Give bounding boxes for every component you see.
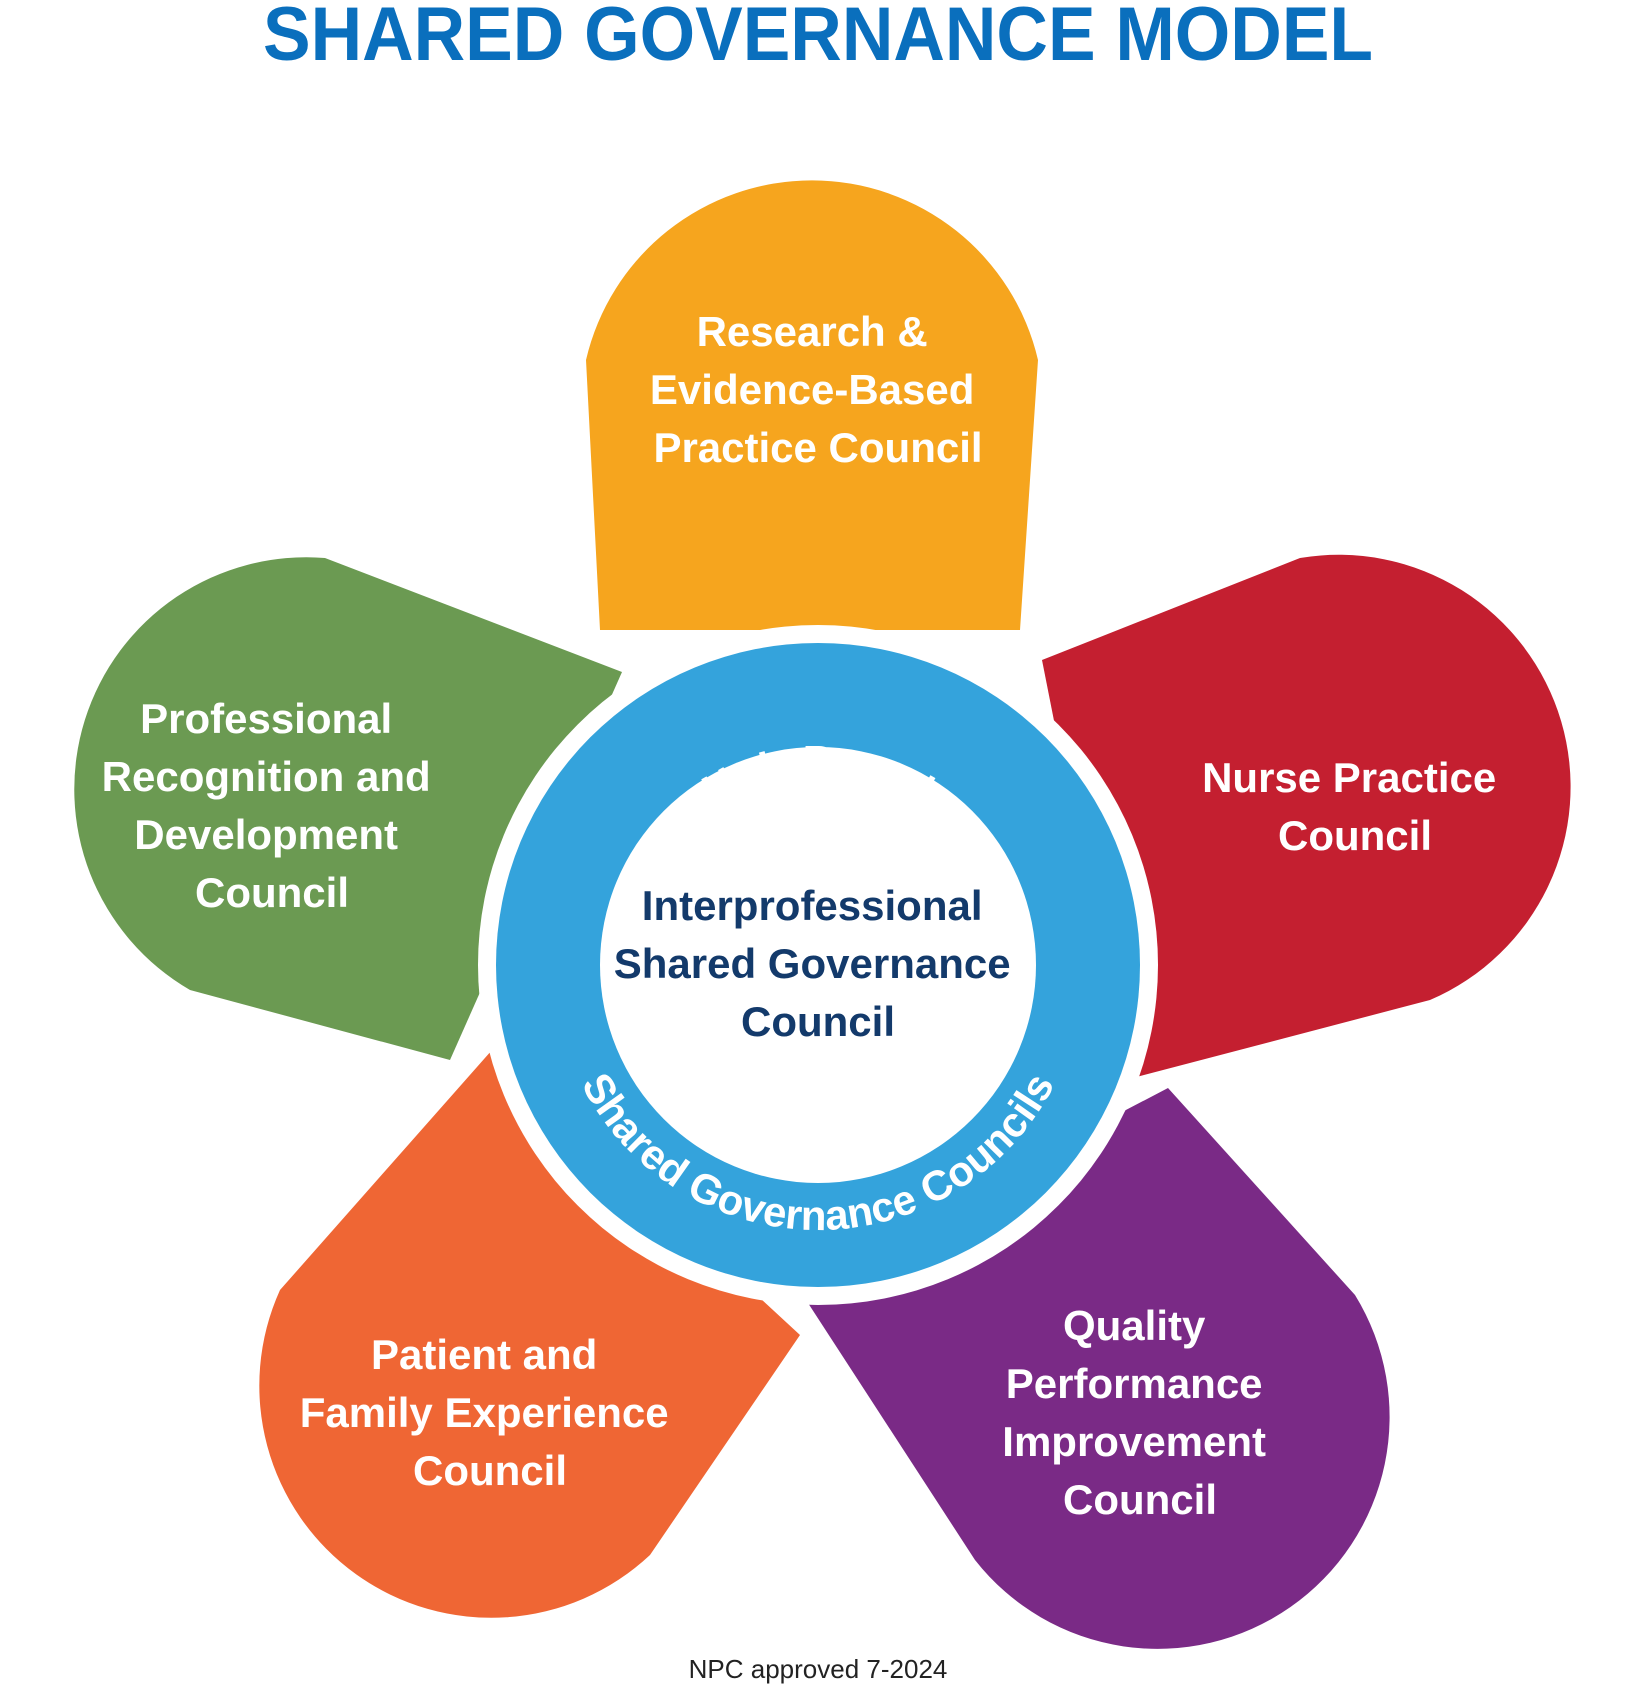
petal-quality-label: Quality Performance Improvement Council xyxy=(1002,1302,1277,1523)
petal-professional-recognition-label: Professional Recognition and Development… xyxy=(102,695,443,916)
petal-quality-line-2: Performance xyxy=(1006,1360,1263,1407)
petal-nurse-practice-line-1: Nurse Practice xyxy=(1202,754,1496,801)
petal-professional-recognition-line-4: Council xyxy=(195,869,349,916)
petal-nurse-practice-label: Nurse Practice Council xyxy=(1202,754,1508,859)
petal-nurse-practice: Nurse Practice Council xyxy=(1042,554,1571,1080)
petal-quality-line-4: Council xyxy=(1063,1476,1217,1523)
petal-patient-family-label: Patient and Family Experience Council xyxy=(300,1331,681,1494)
petal-patient-family-line-3: Council xyxy=(413,1447,567,1494)
center-council-label: Interprofessional Shared Governance Coun… xyxy=(614,882,1023,1045)
petal-quality-line-1: Quality xyxy=(1063,1302,1206,1349)
petal-patient-family-line-2: Family Experience xyxy=(300,1389,669,1436)
petal-research: Research & Evidence-Based Practice Counc… xyxy=(586,180,1038,630)
petal-professional-recognition-line-3: Development xyxy=(134,811,398,858)
petal-nurse-practice-line-2: Council xyxy=(1278,812,1432,859)
approval-footnote: NPC approved 7-2024 xyxy=(689,1654,948,1684)
petal-patient-family-line-1: Patient and xyxy=(371,1331,597,1378)
petal-professional-recognition-line-1: Professional xyxy=(140,695,392,742)
petal-nurse-practice-shape xyxy=(1042,554,1571,1080)
center-disc xyxy=(600,747,1036,1183)
petal-group: Research & Evidence-Based Practice Counc… xyxy=(74,180,1571,1649)
petal-research-shape xyxy=(586,180,1038,630)
center-line-3: Council xyxy=(741,998,895,1045)
petal-quality-line-3: Improvement xyxy=(1002,1418,1266,1465)
petal-professional-recognition-line-2: Recognition and xyxy=(102,753,431,800)
petal-research-line-1: Research & xyxy=(697,308,928,355)
petal-research-label: Research & Evidence-Based Practice Counc… xyxy=(650,308,986,471)
center-line-1: Interprofessional xyxy=(642,882,983,929)
petal-patient-family-shape xyxy=(259,1050,800,1618)
center-line-2: Shared Governance xyxy=(614,940,1011,987)
petal-research-line-2: Evidence-Based xyxy=(650,366,974,413)
page-title: SHARED GOVERNANCE MODEL xyxy=(263,0,1373,77)
petal-research-line-3: Practice Council xyxy=(653,424,982,471)
petal-patient-family: Patient and Family Experience Council xyxy=(259,1050,800,1618)
